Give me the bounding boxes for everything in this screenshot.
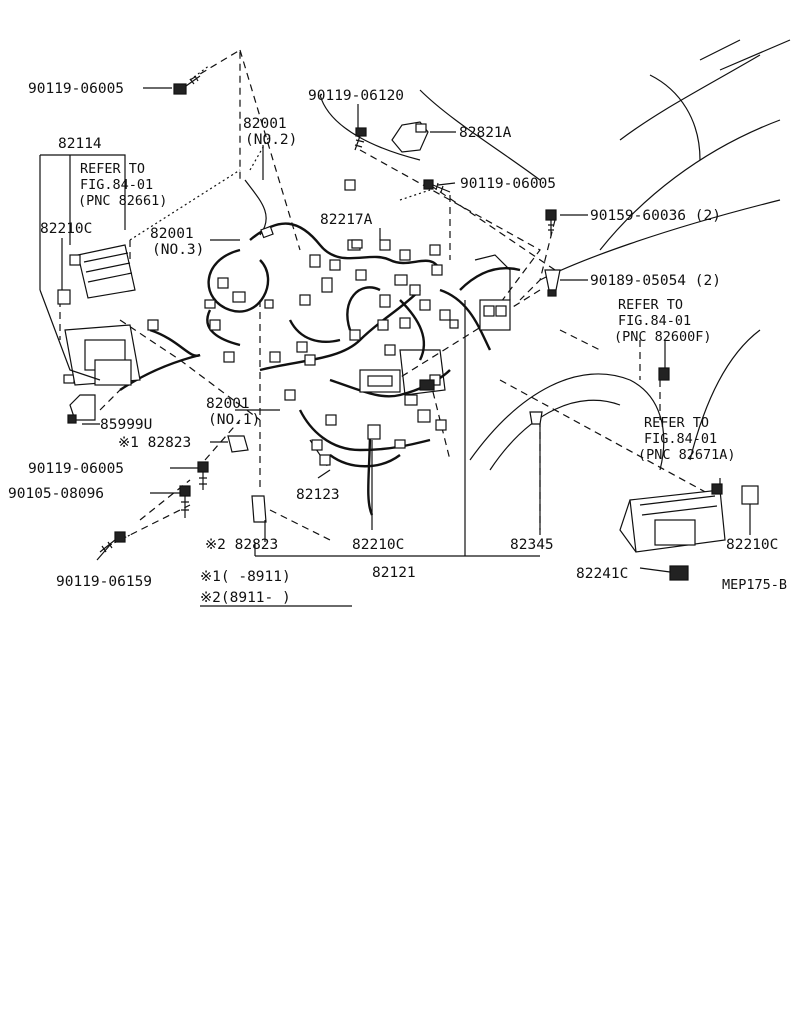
label-82217A: 82217A bbox=[320, 212, 373, 228]
bolt-90119-06005-top bbox=[173, 75, 201, 95]
bracket-85999U bbox=[67, 394, 96, 424]
label-82001-no1: 82001 bbox=[206, 396, 250, 412]
part-82823-1 bbox=[227, 435, 249, 453]
label-90119-06005-top: 90119-06005 bbox=[28, 81, 124, 97]
label-refer-82671A-line1: REFER TO bbox=[644, 415, 709, 431]
main-harness bbox=[119, 179, 521, 516]
fuse-box-82114 bbox=[39, 244, 141, 386]
label-82823-2: ※2 82823 bbox=[205, 537, 278, 553]
label-refer-82661-line1: REFER TO bbox=[80, 161, 145, 177]
label-refer-82600F-line3: (PNC 82600F) bbox=[614, 329, 712, 345]
label-82823-1: ※1 82823 bbox=[118, 435, 191, 451]
label-90119-06159: 90119-06159 bbox=[56, 574, 152, 590]
label-85999U: 85999U bbox=[100, 417, 152, 433]
bolt-90159-60036 bbox=[545, 209, 557, 236]
label-82121: 82121 bbox=[372, 565, 416, 581]
label-refer-82671A-line3: (PNC 82671A) bbox=[638, 447, 736, 463]
relay-82241C bbox=[669, 565, 689, 581]
label-82821A: 82821A bbox=[459, 125, 512, 141]
junction-block-82671A bbox=[619, 483, 726, 553]
label-leaders bbox=[39, 87, 751, 573]
label-82001-no3-sub: (NO.3) bbox=[152, 242, 204, 258]
harness-connectors bbox=[63, 179, 459, 466]
part-82823-2 bbox=[251, 495, 267, 523]
clip-90189-05054 bbox=[544, 269, 561, 297]
label-82114: 82114 bbox=[58, 136, 102, 152]
label-90119-06005-low: 90119-06005 bbox=[28, 461, 124, 477]
note-1: ※1( -8911) bbox=[200, 569, 291, 585]
note-2: ※2(8911- ) bbox=[200, 590, 291, 606]
label-refer-82661-line3: (PNC 82661) bbox=[78, 193, 167, 209]
label-82210C-right: 82210C bbox=[726, 537, 778, 553]
bolt-90119-06005-low bbox=[197, 461, 209, 490]
figure-code: MEP175-B bbox=[722, 577, 787, 593]
label-refer-82600F-line1: REFER TO bbox=[618, 297, 683, 313]
clip-82600F bbox=[658, 367, 670, 381]
clip-82345 bbox=[529, 411, 543, 425]
label-90159-60036: 90159-60036 (2) bbox=[590, 208, 721, 224]
label-90105-08096: 90105-08096 bbox=[8, 486, 104, 502]
part-labels: 90119-06005 82114 REFER TO FIG.84-01 (PN… bbox=[8, 81, 787, 607]
label-refer-82661-line2: FIG.84-01 bbox=[80, 177, 153, 193]
label-82241C: 82241C bbox=[576, 566, 628, 582]
relay-block bbox=[359, 349, 446, 396]
label-refer-82600F-line2: FIG.84-01 bbox=[618, 313, 691, 329]
part-82821A bbox=[391, 121, 429, 153]
label-90119-06120: 90119-06120 bbox=[308, 88, 404, 104]
label-82001-no2-sub: (NO.2) bbox=[245, 132, 297, 148]
bolt-90119-06159 bbox=[99, 531, 126, 553]
label-82001-no2: 82001 bbox=[243, 116, 287, 132]
bolt-90119-06120 bbox=[354, 127, 367, 151]
label-82345: 82345 bbox=[510, 537, 554, 553]
label-90119-06005-mid: 90119-06005 bbox=[460, 176, 556, 192]
bolt-90105-08096 bbox=[179, 485, 191, 518]
label-90189-05054: 90189-05054 (2) bbox=[590, 273, 721, 289]
relay-82210C-right bbox=[741, 485, 759, 505]
part-82490-fuse-block-right bbox=[474, 254, 511, 331]
label-82210C-left: 82210C bbox=[40, 221, 92, 237]
bolt-90119-06005-mid bbox=[423, 179, 451, 193]
relay-82210C-left bbox=[57, 254, 81, 305]
label-82123: 82123 bbox=[296, 487, 340, 503]
label-82210C-mid: 82210C bbox=[352, 537, 404, 553]
label-82001-no1-sub: (NO.1) bbox=[208, 412, 260, 428]
label-refer-82671A-line2: FIG.84-01 bbox=[644, 431, 717, 447]
label-82001-no3: 82001 bbox=[150, 226, 194, 242]
vehicle-body-outline bbox=[319, 39, 791, 471]
